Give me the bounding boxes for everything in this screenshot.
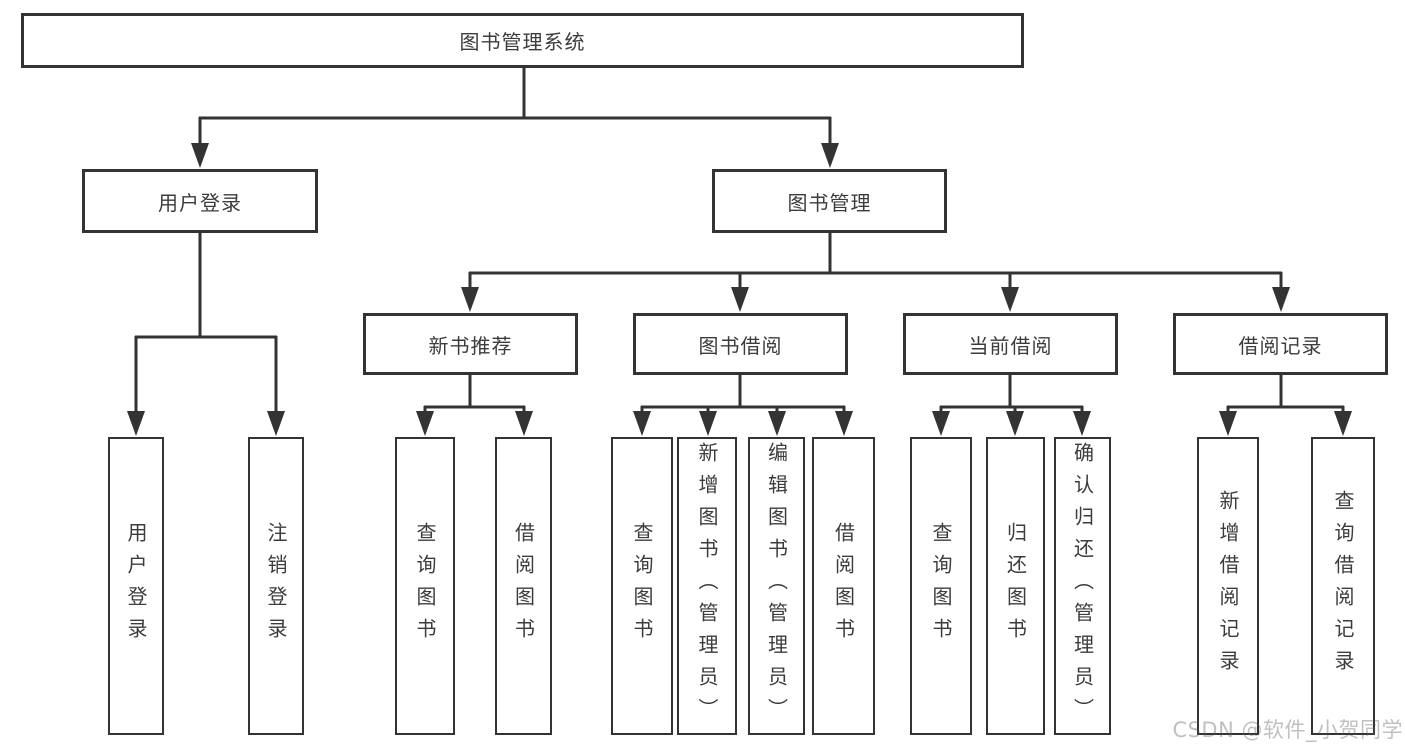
node-new-book-recommend: 新书推荐: [363, 313, 578, 375]
arrowhead-down-icon: [515, 411, 533, 436]
arrowhead-down-icon: [835, 411, 853, 436]
leaf-add-borrow-record: 新增借阅记录: [1197, 437, 1259, 735]
csdn-watermark: CSDN @软件_小贺同学: [1172, 718, 1403, 742]
arrowhead-down-icon: [1272, 287, 1290, 312]
arrowhead-down-icon: [1219, 411, 1237, 436]
arrowhead-down-icon: [731, 287, 749, 312]
leaf-borrow-book-1: 借阅图书: [495, 437, 552, 735]
arrowhead-down-icon: [267, 411, 285, 436]
leaf-query-book-3: 查询图书: [910, 437, 972, 735]
arrowhead-down-icon: [699, 411, 717, 436]
node-book-management: 图书管理: [712, 169, 947, 233]
leaf-user-login: 用户登录: [108, 437, 164, 735]
leaf-query-book-1: 查询图书: [395, 437, 455, 735]
arrowhead-down-icon: [127, 411, 145, 436]
arrowhead-down-icon: [461, 287, 479, 312]
arrowhead-down-icon: [768, 411, 786, 436]
leaf-edit-book-admin: 编辑图书（管理员）: [748, 437, 805, 735]
leaf-confirm-return-admin: 确认归还（管理员）: [1054, 437, 1111, 735]
arrowhead-down-icon: [1001, 287, 1019, 312]
arrowhead-down-icon: [1334, 411, 1352, 436]
leaf-borrow-book-2: 借阅图书: [812, 437, 875, 735]
arrowhead-down-icon: [1006, 411, 1024, 436]
node-user-login: 用户登录: [82, 169, 318, 233]
leaf-add-book-admin: 新增图书（管理员）: [677, 437, 737, 735]
node-library-management-system: 图书管理系统: [21, 13, 1024, 68]
node-borrowing-records: 借阅记录: [1173, 313, 1388, 375]
node-current-borrowing: 当前借阅: [903, 313, 1118, 375]
arrowhead-down-icon: [1073, 411, 1091, 436]
leaf-return-book: 归还图书: [986, 437, 1045, 735]
leaf-query-book-2: 查询图书: [611, 437, 673, 735]
leaf-query-borrow-record: 查询借阅记录: [1311, 437, 1375, 735]
arrowhead-down-icon: [416, 411, 434, 436]
leaf-logout: 注销登录: [248, 437, 304, 735]
arrowhead-down-icon: [191, 143, 209, 168]
node-book-borrowing: 图书借阅: [633, 313, 848, 375]
arrowhead-down-icon: [932, 411, 950, 436]
arrowhead-down-icon: [633, 411, 651, 436]
arrowhead-down-icon: [821, 143, 839, 168]
